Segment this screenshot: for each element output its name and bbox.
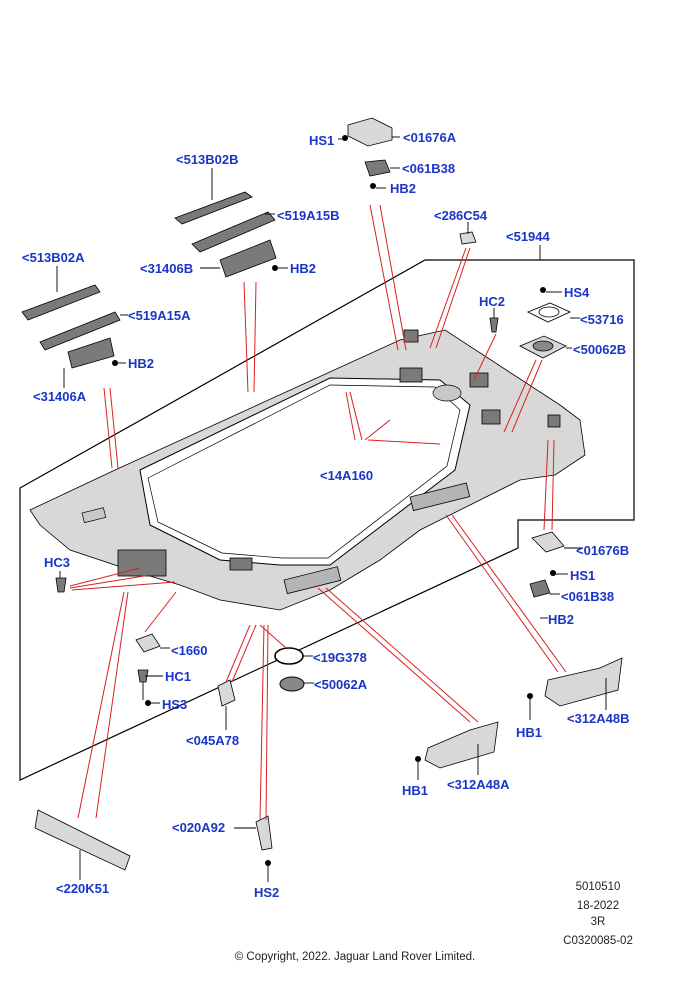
label-50062b: <50062B (573, 342, 626, 357)
meta-info: 5010510 18-2022 3R C0320085-02 © Copyrig… (235, 881, 633, 963)
label-53716: <53716 (580, 312, 624, 327)
label-31406b: <31406B (140, 261, 193, 276)
label-513b02b: <513B02B (176, 152, 239, 167)
bracket-01676a (342, 117, 393, 147)
bracket-312a48b (527, 657, 623, 707)
handle-31406b (219, 239, 278, 278)
label-hb2-right: HB2 (548, 612, 574, 627)
handle-513b02b (174, 191, 253, 225)
label-220k51: <220K51 (56, 881, 109, 896)
screw-hs4 (540, 287, 546, 293)
label-045a78: <045A78 (186, 733, 239, 748)
label-hs2: HS2 (254, 885, 279, 900)
label-01676a: <01676A (403, 130, 457, 145)
label-14a160: <14A160 (320, 468, 373, 483)
clip-061b38-right (529, 570, 556, 598)
diagram-date: 18-2022 (577, 900, 619, 912)
label-19g378: <19G378 (313, 650, 367, 665)
clip-061b38-top (364, 159, 391, 189)
bezel-50062b (519, 335, 567, 359)
label-hb2-mid: HB2 (290, 261, 316, 276)
label-hs1-top: HS1 (309, 133, 334, 148)
label-513b02a: <513B02A (22, 250, 85, 265)
bezel-1660 (135, 633, 161, 653)
bracket-020a92 (255, 815, 273, 866)
bracket-045a78 (217, 679, 236, 707)
red-leader-lines (69, 204, 567, 821)
label-hb1-right: HB1 (516, 725, 542, 740)
label-hc2: HC2 (479, 294, 505, 309)
leader-lines (56, 136, 607, 882)
label-1660: <1660 (171, 643, 208, 658)
label-50062a: <50062A (314, 677, 368, 692)
label-31406a: <31406A (33, 389, 87, 404)
label-hc1: HC1 (165, 669, 191, 684)
label-020a92: <020A92 (172, 820, 225, 835)
clip-hc3 (55, 577, 67, 593)
ring-19g378 (274, 647, 304, 665)
label-hb1-bottom: HB1 (402, 783, 428, 798)
handle-513b02a (21, 284, 101, 321)
assembly-frame (19, 259, 635, 781)
handle-519a15b (191, 211, 276, 253)
bezel-53716 (526, 302, 572, 323)
handle-519a15a (39, 311, 121, 351)
label-51944: <51944 (506, 229, 551, 244)
label-hs4: HS4 (564, 285, 590, 300)
bracket-01676b (531, 531, 565, 553)
headliner-panel (29, 329, 586, 611)
diagram-reference: C0320085-02 (563, 935, 633, 947)
label-061b38-top: <061B38 (402, 161, 455, 176)
label-hb2-left: HB2 (128, 356, 154, 371)
label-hs1-right: HS1 (570, 568, 595, 583)
label-519a15a: <519A15A (128, 308, 191, 323)
diagram-revision: 3R (591, 916, 606, 928)
label-312a48a: <312A48A (447, 777, 510, 792)
label-519a15b: <519A15B (277, 208, 340, 223)
diagram-code: 5010510 (576, 881, 621, 893)
bezel-50062a (279, 676, 305, 692)
handle-31406a (67, 337, 118, 369)
label-312a48b: <312A48B (567, 711, 630, 726)
label-061b38-right: <061B38 (561, 589, 614, 604)
bracket-312a48a (415, 721, 499, 769)
clip-hc1 (137, 669, 149, 683)
label-hc3: HC3 (44, 555, 70, 570)
clip-hc2 (489, 317, 499, 333)
label-01676b: <01676B (576, 543, 629, 558)
label-286c54: <286C54 (434, 208, 488, 223)
label-hs3: HS3 (162, 697, 187, 712)
callout-labels: HS1 <01676A <061B38 HB2 <513B02B <519A15… (22, 130, 630, 900)
screw-hs3 (145, 700, 151, 706)
copyright-notice: © Copyright, 2022. Jaguar Land Rover Lim… (235, 951, 476, 963)
trim-220k51 (34, 809, 131, 871)
label-hb2-top: HB2 (390, 181, 416, 196)
